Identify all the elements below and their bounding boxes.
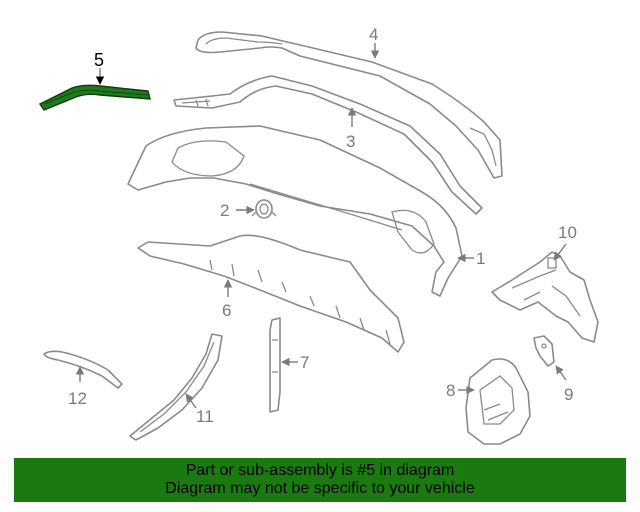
callout-8: 8 — [446, 381, 455, 400]
callout-6: 6 — [222, 301, 231, 320]
part-9-small-bracket[interactable] — [533, 335, 555, 367]
part-4-upper-trim[interactable] — [195, 31, 503, 179]
callout-5: 5 — [94, 50, 104, 70]
banner-line-part: Part or sub-assembly is #5 in diagram — [185, 462, 455, 479]
part-12-side-molding[interactable] — [43, 350, 123, 389]
callout-3: 3 — [346, 132, 355, 151]
banner-line-disclaimer: Diagram may not be specific to your vehi… — [165, 480, 475, 497]
leader-11 — [185, 393, 197, 409]
part-2-fastener[interactable] — [251, 199, 277, 219]
part-10-bracket-assembly[interactable] — [491, 251, 599, 343]
part-6-diffuser[interactable] — [137, 234, 405, 353]
info-banner: Part or sub-assembly is #5 in diagram Di… — [14, 458, 626, 502]
leader-10 — [553, 243, 567, 261]
part-8-housing[interactable] — [465, 358, 531, 445]
callout-1: 1 — [476, 249, 485, 268]
part-1-bumper-fascia[interactable] — [127, 125, 463, 297]
callout-10: 10 — [558, 223, 577, 242]
part-3-trim-bead[interactable] — [173, 75, 483, 215]
part-11-deflector[interactable] — [129, 333, 223, 441]
part-7-bracket[interactable] — [269, 317, 281, 413]
callout-7: 7 — [300, 353, 309, 372]
part-5-trim-strip[interactable] — [38, 84, 151, 111]
callout-12: 12 — [68, 389, 87, 408]
leader-9 — [555, 365, 567, 381]
callout-4: 4 — [369, 25, 378, 44]
callout-9: 9 — [564, 385, 573, 404]
callout-11: 11 — [196, 407, 214, 426]
callout-2: 2 — [220, 201, 229, 220]
